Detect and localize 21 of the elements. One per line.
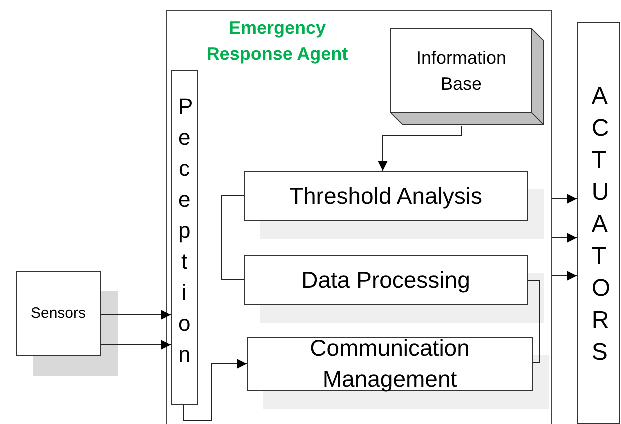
connector-line — [222, 196, 244, 280]
vertical-bar — [577, 22, 620, 424]
box-label: Sensors — [30, 305, 86, 322]
arrow — [552, 194, 578, 204]
arrow — [552, 233, 578, 243]
arrow — [100, 310, 172, 320]
box-label: Threshold Analysis — [289, 182, 483, 211]
frame-title: Emergency Response Agent — [206, 17, 350, 66]
block-label: Information Base — [415, 47, 508, 96]
vertical-bar — [171, 70, 198, 405]
arrow — [100, 340, 172, 350]
bar-label: ACTUATORS — [590, 82, 616, 368]
box-label: Communication Management — [309, 334, 471, 394]
arrow — [552, 271, 578, 281]
agent-frame — [166, 10, 552, 424]
arrow — [378, 126, 462, 172]
connector-line — [528, 280, 540, 364]
database-block — [390, 28, 545, 126]
bar-label: Peception — [177, 93, 200, 369]
arrow — [184, 359, 248, 422]
box-label: Data Processing — [302, 266, 470, 295]
